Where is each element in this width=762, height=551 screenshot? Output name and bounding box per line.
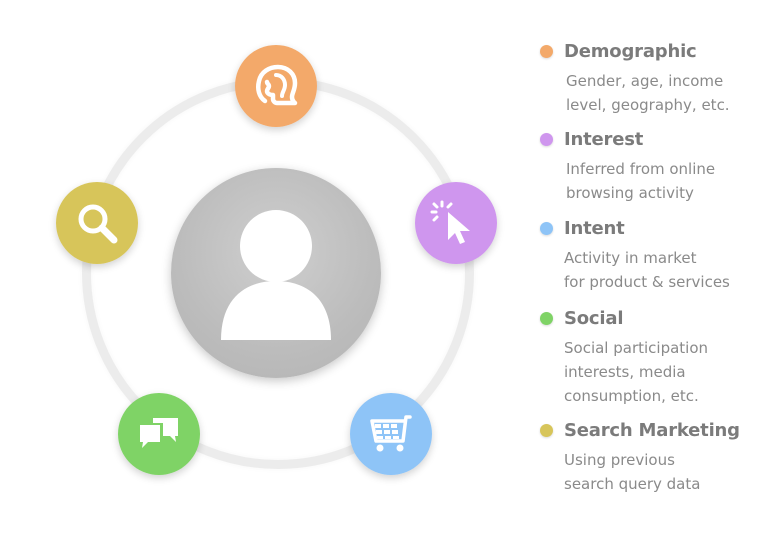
legend-title: Intent <box>564 218 625 239</box>
chat-bubbles-icon <box>118 393 200 475</box>
legend-title: Social <box>564 308 624 329</box>
interest-dot <box>540 133 553 146</box>
description-line: level, geography, etc. <box>566 96 730 114</box>
description-line: for product & services <box>564 273 730 291</box>
search-marketing-dot <box>540 424 553 437</box>
legend-description: Activity in market for product & service… <box>564 246 730 294</box>
targeting-diagram <box>56 45 497 475</box>
node-social <box>118 393 200 475</box>
node-demographic <box>235 45 317 127</box>
description-line: search query data <box>564 475 701 493</box>
demographic-dot <box>540 45 553 58</box>
legend-title: Search Marketing <box>564 420 740 441</box>
legend-description: Using previous search query data <box>564 448 700 496</box>
intent-dot <box>540 222 553 235</box>
description-line: consumption, etc. <box>564 387 699 405</box>
description-line: Activity in market <box>564 249 697 267</box>
legend-description: Inferred from online browsing activity <box>566 157 715 205</box>
description-line: Using previous <box>564 451 675 469</box>
legend-description: Social participation interests, media co… <box>564 336 708 408</box>
description-line: interests, media <box>564 363 686 381</box>
legend-title: Interest <box>564 129 644 150</box>
description-line: Inferred from online <box>566 160 716 178</box>
description-line: Gender, age, income <box>566 72 724 90</box>
user-avatar <box>171 168 381 378</box>
magnifier-icon <box>56 182 138 264</box>
description-line: browsing activity <box>566 184 694 202</box>
user-avatar-icon <box>221 210 331 340</box>
legend-title: Demographic <box>564 41 697 62</box>
node-intent <box>350 393 432 475</box>
shopping-cart-icon <box>350 393 432 475</box>
node-search-marketing <box>56 182 138 264</box>
description-line: Social participation <box>564 339 709 357</box>
cursor-click-icon <box>415 182 497 264</box>
legend-description: Gender, age, income level, geography, et… <box>566 69 730 117</box>
social-dot <box>540 312 553 325</box>
node-interest <box>415 182 497 264</box>
head-profile-icon <box>235 45 317 127</box>
